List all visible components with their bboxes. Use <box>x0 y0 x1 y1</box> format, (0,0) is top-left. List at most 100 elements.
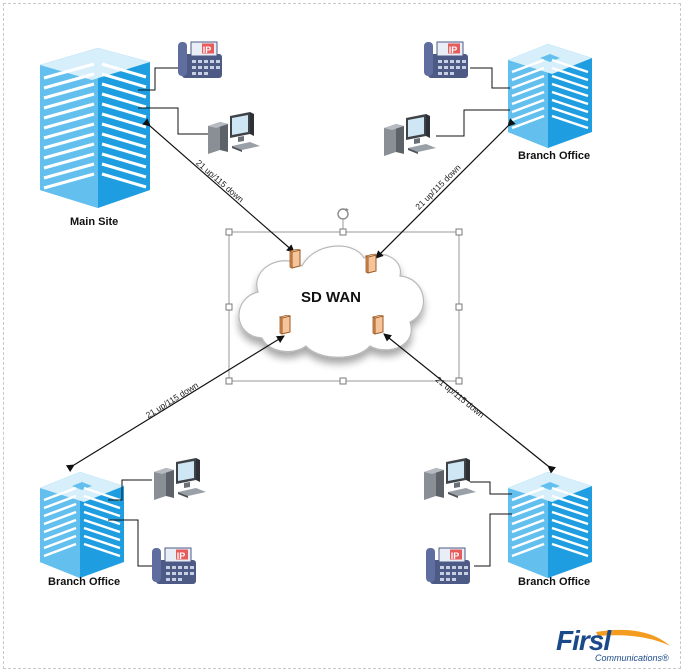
branch-bottom-right-label: Branch Office <box>518 576 591 588</box>
building-floor-stripe <box>511 114 545 130</box>
building-floor-stripe <box>43 534 77 550</box>
building-floor-stripe <box>43 526 77 542</box>
building-floor-stripe <box>551 502 589 518</box>
main-site-wan-link <box>142 118 295 253</box>
building-floor-stripe <box>511 534 545 550</box>
building-floor-stripe <box>551 90 589 106</box>
building-floor-stripe <box>43 132 95 150</box>
building-floor-stripe <box>551 534 589 550</box>
building-floor-stripe <box>43 62 95 80</box>
building-floor-stripe <box>101 122 147 139</box>
building-floor-stripe <box>101 72 147 89</box>
building-floor-stripe <box>511 486 545 502</box>
building-floor-stripe <box>101 112 147 129</box>
building-floor-stripe <box>101 102 147 119</box>
building-floor-stripe <box>101 162 147 179</box>
building-floor-stripe <box>101 142 147 159</box>
building-floor-stripe <box>83 510 121 526</box>
building-floor-stripe <box>511 66 545 82</box>
building-floor-stripe <box>551 526 589 542</box>
building-floor-stripe <box>43 142 95 160</box>
company-logo: Firsl <box>556 625 611 656</box>
branch-top-right-wan-link <box>375 118 516 259</box>
building-floor-stripe <box>43 486 77 502</box>
main-site-phone-badge: IP <box>203 45 212 55</box>
building-floor-stripe <box>551 510 589 526</box>
building-floor-stripe <box>511 526 545 542</box>
building-floor-stripe <box>511 82 545 98</box>
branch-top-right-building-icon <box>508 44 592 148</box>
building-floor-stripe <box>511 98 545 114</box>
branch-bottom-left-wan-link <box>65 335 285 473</box>
building-floor-stripe <box>511 502 545 518</box>
building-floor-stripe <box>83 486 121 502</box>
building-floor-stripe <box>43 510 77 526</box>
diagram-border <box>3 3 681 669</box>
building-floor-stripe <box>551 114 589 130</box>
main-site-label: Main Site <box>70 216 119 228</box>
branch-bottom-right-wan-link <box>383 333 556 474</box>
building-floor-stripe <box>43 112 95 130</box>
building-floor-stripe <box>511 106 545 122</box>
main-site-building-icon <box>40 48 150 208</box>
branch-bottom-left-label: Branch Office <box>48 576 121 588</box>
branch-bottom-left-phone-badge: IP <box>177 551 186 561</box>
building-floor-stripe <box>551 58 589 74</box>
branch-bottom-left-building-icon <box>40 472 124 578</box>
branch-bottom-right-phone-badge: IP <box>451 551 460 561</box>
building-floor-stripe <box>43 502 77 518</box>
building-floor-stripe <box>43 92 95 110</box>
building-floor-stripe <box>43 518 77 534</box>
building-floor-stripe <box>511 90 545 106</box>
building-floor-stripe <box>43 72 95 90</box>
wan-links <box>65 118 556 474</box>
branch-bottom-right-ip-phone-icon <box>426 547 471 585</box>
branch-top-right-computer-icon <box>384 114 436 156</box>
building-floor-stripe <box>511 542 545 558</box>
building-floor-stripe <box>551 82 589 98</box>
rotate-handle-icon[interactable] <box>337 208 349 220</box>
building-floor-stripe <box>83 502 121 518</box>
logo-swoosh <box>596 629 670 646</box>
building-floor-stripe <box>101 62 147 79</box>
branch-top-right-ip-phone-icon <box>424 41 469 79</box>
building-floor-stripe <box>83 518 121 534</box>
building-floor-stripe <box>101 82 147 99</box>
building-floor-stripe <box>83 526 121 542</box>
building-floor-stripe <box>551 66 589 82</box>
branch-bottom-left-ip-phone-icon <box>152 547 197 585</box>
building-floor-stripe <box>101 132 147 149</box>
building-floor-stripe <box>511 494 545 510</box>
building-floor-stripe <box>101 172 147 189</box>
main-site-computer-icon <box>208 112 260 154</box>
building-floor-stripe <box>101 92 147 109</box>
building-floor-stripe <box>43 162 95 180</box>
branch-bottom-right-computer-icon <box>424 458 476 500</box>
building-floor-stripe <box>551 494 589 510</box>
building-floor-stripe <box>83 494 121 510</box>
branch-top-right-phone-badge: IP <box>449 45 458 55</box>
building-floor-stripe <box>511 518 545 534</box>
sdwan-appliance-icon <box>279 315 291 335</box>
building-floor-stripe <box>551 74 589 90</box>
building-floor-stripe <box>83 542 121 558</box>
building-floor-stripe <box>551 518 589 534</box>
building-floor-stripe <box>511 58 545 74</box>
branch-bottom-left-computer-icon <box>154 458 206 500</box>
sdwan-appliance-icon <box>372 315 384 335</box>
building-floor-stripe <box>43 172 95 190</box>
main-site-ip-phone-icon <box>178 41 223 79</box>
building-floor-stripe <box>43 122 95 140</box>
building-floor-stripe <box>551 98 589 114</box>
building-floor-stripe <box>43 152 95 170</box>
building-floor-stripe <box>43 102 95 120</box>
sdwan-appliance-icon <box>365 254 377 274</box>
building-floor-stripe <box>43 82 95 100</box>
branch-top-right-label: Branch Office <box>518 150 591 162</box>
building-floor-stripe <box>83 534 121 550</box>
building-floor-stripe <box>43 494 77 510</box>
company-logo-tagline: Communications® <box>595 653 669 663</box>
building-floor-stripe <box>551 542 589 558</box>
